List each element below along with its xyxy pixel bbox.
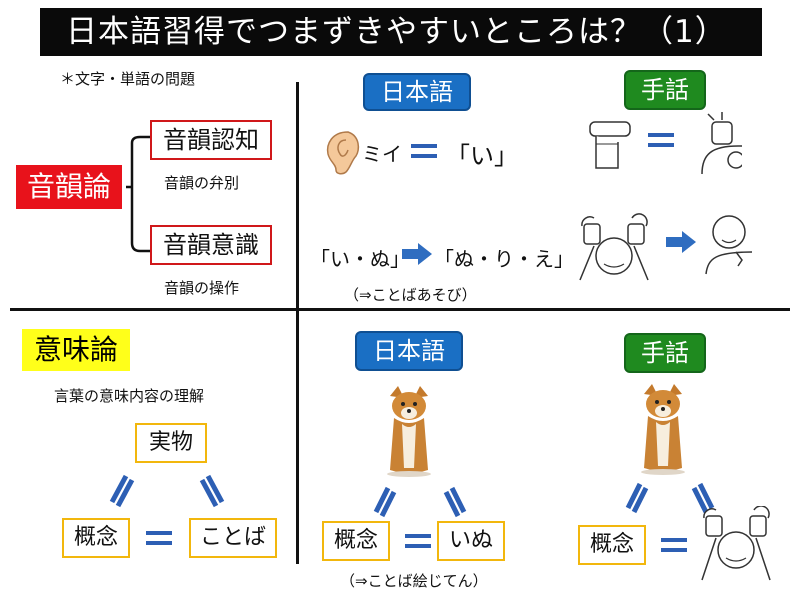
phonological-consciousness-sub: 音韻の操作	[164, 279, 240, 297]
phonology-bracket	[126, 135, 154, 253]
signer-face-icon	[579, 213, 649, 281]
real-object-box: 実物	[135, 423, 207, 463]
equals-icon	[625, 482, 649, 514]
equals-icon	[411, 144, 437, 158]
equals-icon	[199, 474, 225, 508]
sign-tag-top: 手話	[624, 70, 706, 110]
phonology-label: 音韻論	[16, 165, 122, 209]
equals-icon	[405, 534, 431, 548]
signer-face-icon	[701, 506, 771, 581]
word-from-text: 「い・ぬ」	[310, 247, 410, 271]
semantics-sub: 言葉の意味内容の理解	[54, 387, 205, 405]
phonological-awareness-box: 音韻認知	[150, 120, 272, 160]
word-to-text: 「ぬ・り・え」	[434, 247, 574, 271]
vertical-divider	[296, 82, 299, 564]
equals-icon	[443, 486, 467, 518]
word-box-mid: いぬ	[437, 521, 505, 561]
concept-box-right: 概念	[578, 525, 646, 565]
arrow-right-icon	[402, 243, 432, 265]
ear-result-text: 「い」	[446, 142, 518, 170]
signer-icon	[701, 112, 742, 175]
hand-sign-icon	[589, 121, 631, 169]
page-title: 日本語習得でつまずきやすいところは？（1）	[40, 8, 762, 56]
picture-dictionary-note: （⇒ことば絵じてん）	[340, 572, 488, 590]
ear-icon	[326, 131, 360, 175]
sign-tag-bottom: 手話	[624, 333, 706, 373]
dog-image	[641, 384, 685, 475]
concept-box: 概念	[62, 518, 130, 558]
phonological-awareness-sub: 音韻の弁別	[164, 174, 240, 192]
semantics-label: 意味論	[22, 329, 130, 371]
equals-icon	[146, 531, 172, 545]
horizontal-divider	[10, 308, 790, 311]
top-note: ＊文字・単語の問題	[60, 70, 196, 88]
word-play-note: （⇒ことばあそび）	[344, 286, 477, 304]
equals-icon	[691, 482, 715, 514]
signer-icon	[705, 215, 753, 275]
equals-icon	[109, 474, 135, 508]
equals-icon	[648, 133, 674, 147]
concept-box-mid: 概念	[322, 521, 390, 561]
phonological-consciousness-box: 音韻意識	[150, 225, 272, 265]
japanese-tag-top: 日本語	[363, 73, 471, 111]
ear-sound-text: ミイ	[362, 142, 402, 166]
japanese-tag-bottom: 日本語	[355, 331, 463, 371]
equals-icon	[661, 538, 687, 552]
equals-icon	[373, 486, 397, 518]
dog-image	[387, 386, 431, 477]
arrow-right-icon	[666, 231, 696, 253]
word-box: ことば	[189, 518, 277, 558]
